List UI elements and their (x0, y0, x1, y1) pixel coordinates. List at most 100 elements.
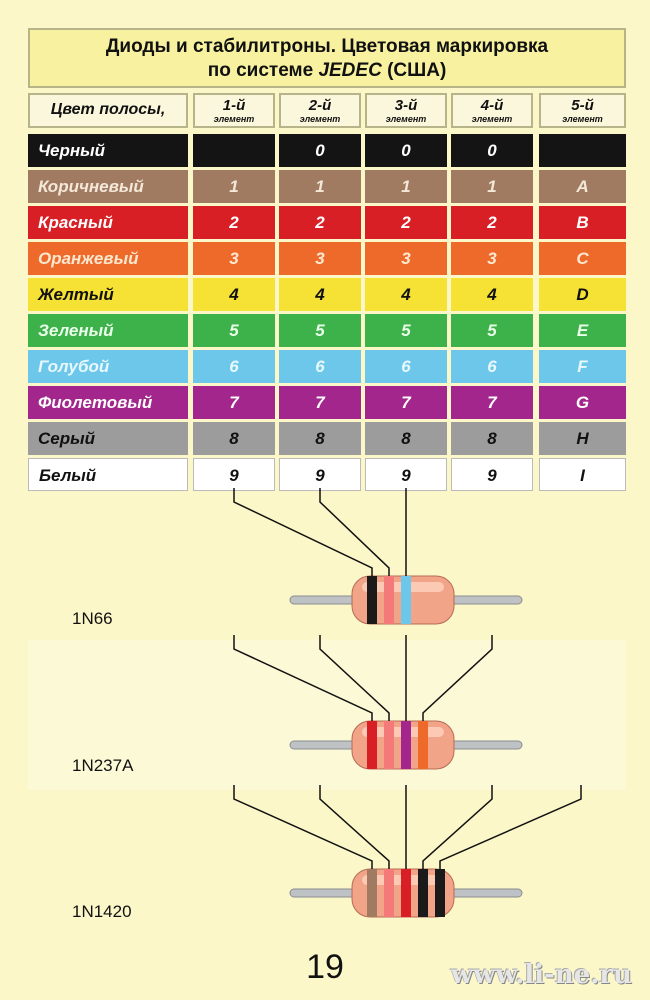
table-cell: 1 (451, 170, 533, 203)
header-word: элемент (299, 114, 341, 124)
table-cell: 0 (365, 134, 447, 167)
table-cell: 1 (365, 170, 447, 203)
diode-band (367, 869, 377, 917)
table-cell: 8 (279, 422, 361, 455)
table-cell: 6 (451, 350, 533, 383)
title-line-1: Диоды и стабилитроны. Цветовая маркировк… (105, 36, 549, 57)
header-num: 2-й (308, 97, 332, 114)
color-name: Голубой (28, 350, 188, 383)
header-num: 5-й (571, 97, 594, 114)
diode-label-1: 1N66 (72, 609, 113, 628)
table-cell: F (539, 350, 626, 383)
diode-band (367, 576, 377, 624)
diode-band (367, 721, 377, 769)
table-cell (193, 134, 275, 167)
table-cell: 5 (279, 314, 361, 347)
connector-line (422, 785, 493, 869)
title-jedec: JEDEC (318, 60, 382, 81)
table-cell: 9 (279, 458, 361, 491)
header-word: элемент (385, 114, 427, 124)
connector-line (319, 785, 390, 869)
color-name: Белый (28, 458, 188, 491)
table-cell: 1 (279, 170, 361, 203)
table-cell: D (539, 278, 626, 311)
color-name: Зеленый (28, 314, 188, 347)
table-cell: 0 (279, 134, 361, 167)
table-cell (539, 134, 626, 167)
table-cell: 8 (365, 422, 447, 455)
table-cell: 9 (193, 458, 275, 491)
color-name: Оранжевый (28, 242, 188, 275)
connector-line (319, 488, 390, 576)
diode-band (384, 576, 394, 624)
diode-band (418, 721, 428, 769)
header-word: элемент (562, 114, 603, 124)
table-cell: 2 (193, 206, 275, 239)
header-color: Цвет полосы, (28, 93, 188, 128)
diode-band (435, 869, 445, 917)
table-cell: 4 (193, 278, 275, 311)
table-cell: H (539, 422, 626, 455)
table-cell: B (539, 206, 626, 239)
color-name: Серый (28, 422, 188, 455)
color-name: Красный (28, 206, 188, 239)
title-prefix: по системе (207, 60, 319, 81)
title-line-2: по системе JEDEC (США) (30, 59, 624, 83)
color-name: Черный (28, 134, 188, 167)
table-cell: 7 (451, 386, 533, 419)
table-cell: 4 (279, 278, 361, 311)
diode-label-3: 1N1420 (72, 902, 132, 921)
table-cell: 4 (451, 278, 533, 311)
table-cell: 1 (193, 170, 275, 203)
diode-label-2: 1N237A (72, 756, 134, 775)
color-name: Фиолетовый (28, 386, 188, 419)
table-cell: 7 (193, 386, 275, 419)
color-name: Желтый (28, 278, 188, 311)
table-cell: C (539, 242, 626, 275)
table-cell: A (539, 170, 626, 203)
table-cell: 5 (193, 314, 275, 347)
connector-line (319, 635, 390, 721)
header-num: 1-й (222, 97, 246, 114)
table-cell: 7 (279, 386, 361, 419)
table-cell: 2 (451, 206, 533, 239)
diode-band (384, 721, 394, 769)
connector-line (439, 785, 582, 869)
diode-band (401, 576, 411, 624)
connector-line (233, 785, 373, 869)
table-cell: 6 (365, 350, 447, 383)
title-suffix: (США) (381, 60, 447, 81)
table-cell: E (539, 314, 626, 347)
connector-line (422, 635, 493, 721)
table-cell: 6 (279, 350, 361, 383)
diode-band (418, 869, 428, 917)
connector-line (233, 635, 373, 721)
header-num: 3-й (394, 97, 418, 114)
table-cell: G (539, 386, 626, 419)
site-watermark: www.li-ne.ru (450, 960, 632, 990)
table-cell: 3 (365, 242, 447, 275)
table-cell: 8 (451, 422, 533, 455)
table-cell: I (539, 458, 626, 491)
table-cell: 2 (279, 206, 361, 239)
page-number: 19 (306, 948, 344, 986)
panel (28, 640, 626, 790)
table-cell: 7 (365, 386, 447, 419)
diode-band (401, 721, 411, 769)
header-word: элемент (213, 114, 255, 124)
